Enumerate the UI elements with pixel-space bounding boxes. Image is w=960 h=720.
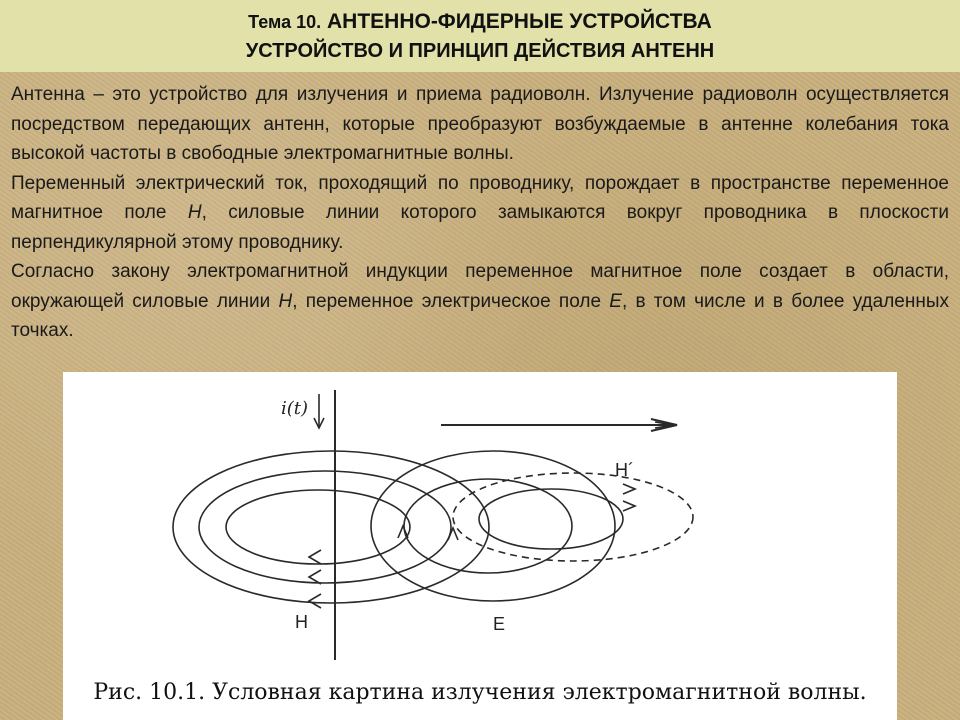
h-arrow-2 bbox=[307, 569, 322, 585]
current-arrow-head bbox=[313, 417, 325, 430]
paragraph-text: Переменный электрический ток, проходящий… bbox=[11, 172, 949, 224]
symbol-h: Н bbox=[278, 290, 293, 312]
h-loop-inner bbox=[225, 489, 411, 565]
paragraph-induction: Согласно закону электромагнитной индукци… bbox=[11, 257, 949, 346]
e-arrow-2 bbox=[447, 525, 459, 541]
topic-number: Тема 10. bbox=[248, 12, 322, 32]
symbol-e: Е bbox=[609, 290, 622, 312]
em-wave-diagram: i(t) H E H´ bbox=[172, 390, 694, 660]
figure-caption: Рис. 10.1. Условная картина излучения эл… bbox=[93, 680, 867, 705]
slide-title: Тема 10. АНТЕННО-ФИДЕРНЫЕ УСТРОЙСТВА bbox=[0, 9, 960, 35]
paragraph-magnetic-field: Переменный электрический ток, проходящий… bbox=[11, 169, 949, 258]
h-prime-label: H´ bbox=[615, 460, 634, 480]
propagation-arrow-head bbox=[650, 418, 678, 432]
e-loop-outer bbox=[370, 450, 616, 602]
h-label: H bbox=[295, 612, 308, 632]
h-prime-arrow-2 bbox=[622, 500, 638, 512]
slide-header: Тема 10. АНТЕННО-ФИДЕРНЫЕ УСТРОЙСТВА УСТ… bbox=[0, 0, 960, 72]
radiation-figure: i(t) H E H´ Рис. 10.1. Условная картина … bbox=[63, 372, 897, 720]
e-loop-inner bbox=[403, 478, 573, 574]
symbol-h: Н bbox=[187, 202, 202, 223]
paragraph-text: , силовые линии которого замыкаются вокр… bbox=[11, 202, 949, 253]
paragraph-antenna-definition: Антенна – это устройство для излучения и… bbox=[11, 80, 949, 169]
h-prime-arrow-1 bbox=[622, 483, 638, 495]
h-loop-middle bbox=[198, 470, 452, 584]
slide-body: Антенна – это устройство для излучения и… bbox=[11, 80, 949, 346]
e-arrow-1 bbox=[397, 523, 409, 539]
paragraph-text: , в том числе и в более удаленных точках… bbox=[11, 290, 950, 342]
paragraph-text: , переменное электрическое поле bbox=[292, 290, 610, 312]
paragraph-text: Антенна – это устройство для излучения и… bbox=[11, 84, 949, 164]
current-label: i(t) bbox=[281, 398, 308, 419]
h-prime-loop-inner bbox=[478, 488, 624, 550]
paragraph-text: Согласно закону электромагнитной индукци… bbox=[11, 261, 949, 312]
e-label: E bbox=[493, 614, 505, 634]
h-arrow-1 bbox=[307, 549, 322, 565]
h-prime-loop-outer bbox=[452, 472, 694, 562]
h-loop-outer bbox=[172, 450, 490, 604]
slide-subtitle: УСТРОЙСТВО И ПРИНЦИП ДЕЙСТВИЯ АНТЕНН bbox=[245, 40, 715, 62]
h-arrow-3 bbox=[307, 593, 322, 609]
topic-title: АНТЕННО-ФИДЕРНЫЕ УСТРОЙСТВА bbox=[326, 10, 712, 33]
